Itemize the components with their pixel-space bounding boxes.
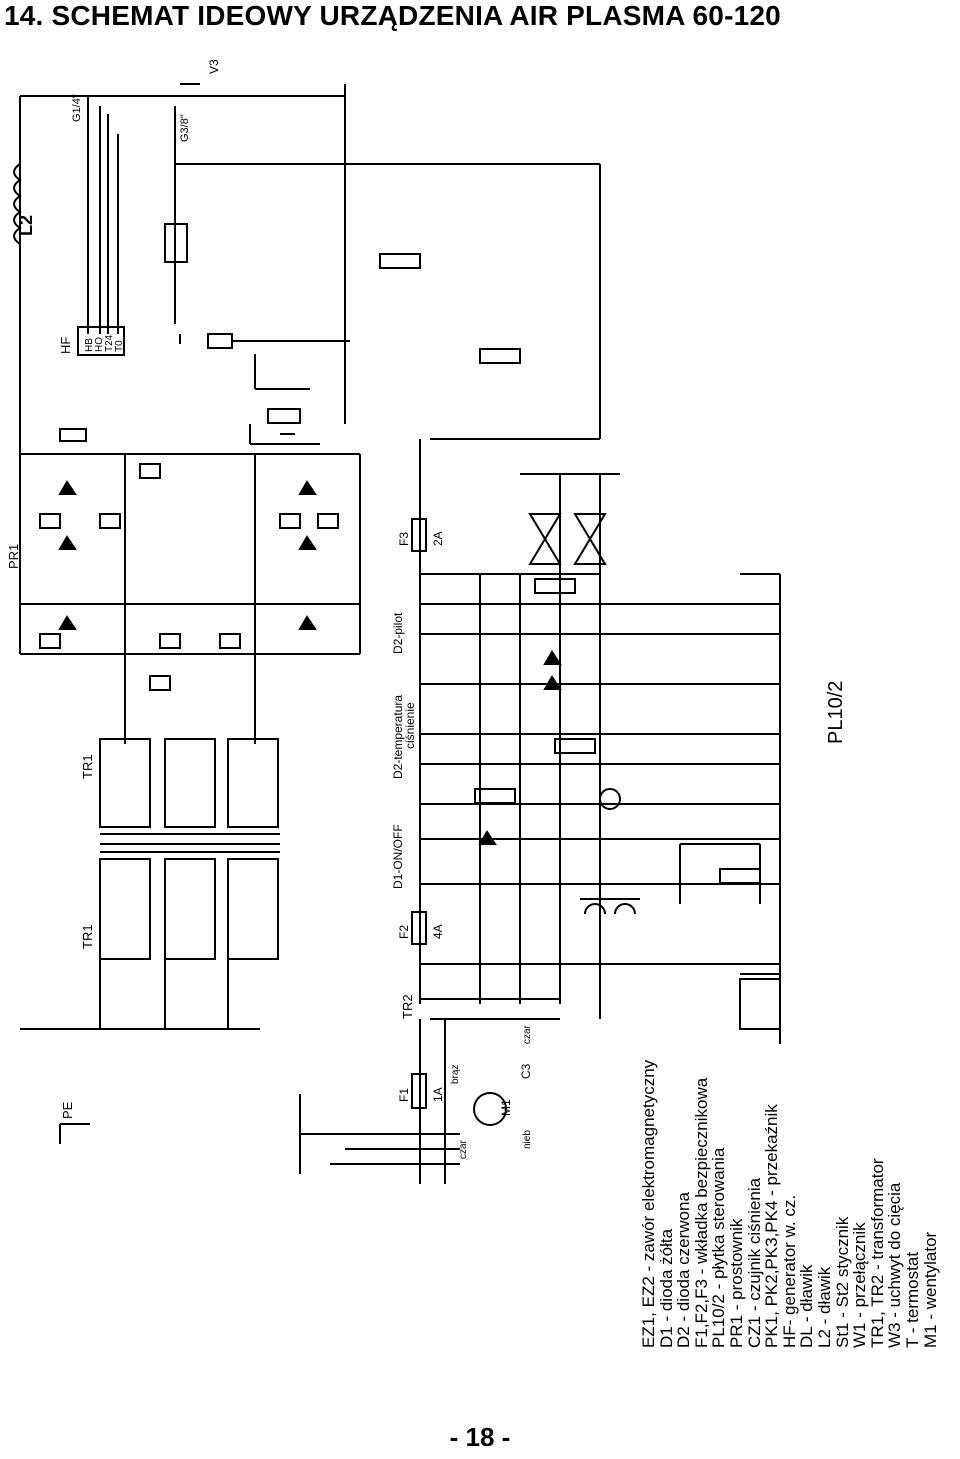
v3-label: V3 xyxy=(207,59,221,74)
motor-capacitor-label: C3 xyxy=(519,1063,533,1079)
motor-wire-blue: nieb xyxy=(522,1130,533,1149)
legend-item: TR1, TR2 - transformator xyxy=(867,1158,887,1348)
legend-item: PK1, PK2,PK3,PK4 - przekaźnik xyxy=(762,1104,782,1348)
d2-pilot-label: D2-pilot xyxy=(391,612,405,654)
l2-label: L2 xyxy=(16,215,36,236)
f2-label: F2 xyxy=(397,925,411,939)
tr2-label: TR2 xyxy=(400,994,415,1019)
page-title: 14. SCHEMAT IDEOWY URZĄDZENIA AIR PLASMA… xyxy=(4,0,781,31)
f3-label: F3 xyxy=(397,532,411,546)
legend-item: W1 - przełącznik xyxy=(850,1222,870,1348)
legend-item: F1,F2,F3 - wkładka bezpiecznikowa xyxy=(691,1077,711,1348)
legend-item: M1 - wentylator xyxy=(920,1231,940,1348)
tr1-bottom-label: TR1 xyxy=(80,924,95,949)
hf-terminal-t0: T0 xyxy=(114,340,125,352)
legend-item: D2 - dioda czerwona xyxy=(674,1192,694,1348)
motor-wire-black-1: czar xyxy=(522,1024,533,1044)
g38-label: G3/8" xyxy=(179,114,191,142)
wiring-schematic: L2 HF HB HO T24 T0 V3 G1/4" G3/8" PR1 TR… xyxy=(6,59,847,1184)
pe-label: PE xyxy=(60,1101,75,1119)
f1-label: F1 xyxy=(397,1088,411,1102)
legend-item: PR1 - prostownik xyxy=(726,1218,746,1348)
d2-temperature-label: D2-temperatura xyxy=(391,695,405,779)
pr1-label: PR1 xyxy=(6,544,21,569)
legend-item: W3 - uchwyt do cięcia xyxy=(885,1182,905,1348)
legend-item: T - termostat xyxy=(902,1251,922,1348)
motor-wire-black-2: czar xyxy=(458,1139,469,1159)
hf-label: HF xyxy=(58,337,73,354)
legend-item: EZ1, EZ2 - zawór elektromagnetyczny xyxy=(639,1059,658,1348)
f3-rating: 2A xyxy=(431,531,445,546)
legend-item: St1 - St2 stycznik xyxy=(832,1216,852,1348)
pl-board-label: PL10/2 xyxy=(825,681,847,744)
component-legend: EZ1, EZ2 - zawór elektromagnetyczny D1 -… xyxy=(639,48,960,1348)
legend-item: PL10/2 - płytka sterowania xyxy=(709,1147,729,1348)
f1-rating: 1A xyxy=(431,1087,445,1102)
hf-terminal-hb: HB xyxy=(84,338,95,352)
d2-pressure-label: ciśnienie xyxy=(403,702,417,749)
legend-item: HF- generator w. cz. xyxy=(779,1194,799,1348)
motor-wire-brown: brąz xyxy=(450,1065,461,1084)
legend-item: DL - dławik xyxy=(797,1264,817,1348)
legend-item: D1 - dioda żółta xyxy=(656,1228,676,1348)
hf-terminal-ho: HO xyxy=(94,337,105,352)
d1-onoff-label: D1-ON/OFF xyxy=(391,824,405,889)
page-number: - 18 - xyxy=(449,1422,511,1452)
motor-label: M1 xyxy=(499,1099,513,1116)
f2-rating: 4A xyxy=(431,924,445,939)
hf-terminal-t24: T24 xyxy=(104,334,115,352)
legend-item: CZ1 - czujnik ciśnienia xyxy=(744,1177,764,1348)
legend-item: L2 - dławik xyxy=(814,1266,834,1348)
g14-label: G1/4" xyxy=(71,94,83,122)
tr1-top-label: TR1 xyxy=(80,754,95,779)
